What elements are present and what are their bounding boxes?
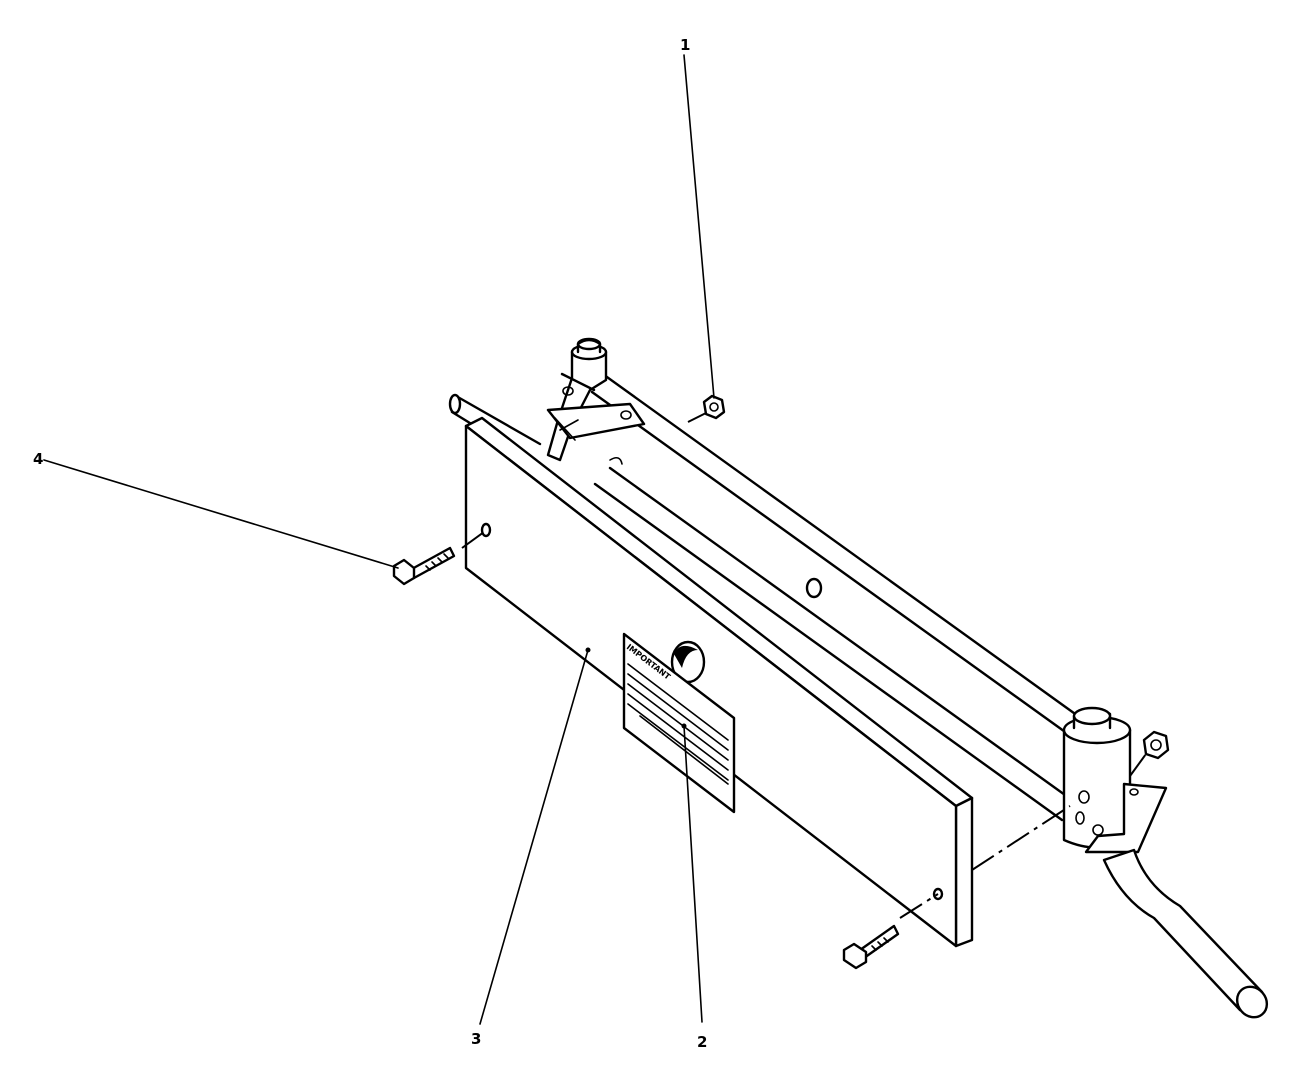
left-rod-upper — [454, 394, 542, 446]
leader-4 — [43, 459, 399, 569]
callout-1: 1 — [680, 36, 690, 54]
board-hole-left — [480, 522, 492, 538]
nut-right — [1142, 730, 1170, 760]
callout-4: 4 — [33, 450, 43, 468]
left-upright — [546, 337, 646, 465]
decal: IMPORTANT — [622, 632, 736, 814]
leader-1 — [683, 54, 715, 399]
callout-2: 2 — [697, 1033, 707, 1051]
leader-lines — [43, 54, 715, 1025]
bolt-left — [392, 546, 456, 586]
bottom-rail-lower — [593, 482, 1064, 822]
bolt-right — [842, 924, 900, 970]
top-rail-lower — [590, 390, 1070, 736]
board-panel — [464, 416, 974, 948]
callout-3: 3 — [471, 1030, 481, 1048]
frame-assembly — [448, 337, 1269, 1019]
bottom-rail-upper — [608, 466, 1074, 802]
left-rod-end — [448, 393, 462, 415]
right-upright — [1062, 706, 1269, 1019]
leader-2 — [683, 725, 703, 1023]
board-hole-right — [932, 887, 944, 901]
nut-top — [702, 394, 726, 420]
rail-center-hole — [805, 577, 823, 599]
leader-3 — [479, 649, 589, 1025]
top-rail-upper — [598, 370, 1080, 718]
